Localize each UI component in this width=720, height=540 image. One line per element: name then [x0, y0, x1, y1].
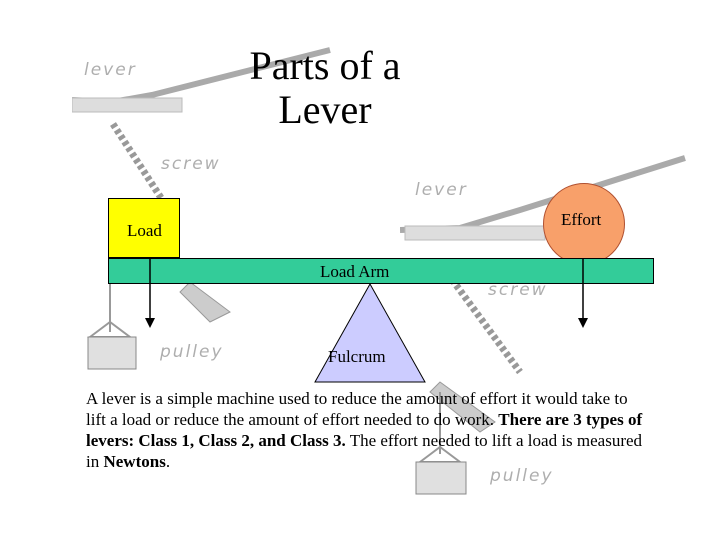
fulcrum-label: Fulcrum [328, 347, 386, 366]
fulcrum-triangle [314, 283, 426, 383]
screw-clipart-left: screw [105, 118, 219, 212]
lever-description: A lever is a simple machine used to redu… [86, 388, 646, 472]
slide-title: Parts of a Lever [249, 43, 401, 132]
pulley-icon [415, 381, 496, 495]
effort-label: Effort [561, 210, 602, 229]
clipart-word-screw: screw [161, 154, 221, 174]
pulley-clipart-left: pulley [80, 262, 250, 376]
load-arrow-down-icon [145, 258, 155, 328]
pulley-icon [87, 262, 231, 370]
clipart-word-pulley: pulley [160, 342, 224, 362]
clipart-word-lever: lever [415, 180, 468, 200]
pulley-clipart-right: pulley [400, 372, 590, 506]
load-label: Load [127, 221, 162, 240]
description-effort-text: The effort needed to lift a load is meas… [86, 431, 643, 471]
description-levers-types: There are 3 types of levers: Class 1, Cl… [86, 410, 643, 450]
description-text: A lever is a simple machine used to redu… [86, 389, 628, 429]
lever-icon [71, 47, 331, 113]
effort-circle: Effort [543, 183, 625, 265]
screw-icon [445, 271, 523, 375]
clipart-word-pulley: pulley [490, 466, 554, 486]
load-arm-label: Load Arm [320, 262, 390, 281]
screw-icon [110, 122, 168, 206]
description-period: . [165, 452, 171, 471]
description-newtons: Newtons [103, 452, 166, 471]
load-box: Load [108, 198, 180, 258]
screw-clipart-right: screw [440, 268, 546, 382]
effort-arrow-down-icon [578, 258, 588, 328]
clipart-word-screw: screw [488, 280, 548, 300]
clipart-word-lever: lever [84, 60, 137, 80]
lever-clipart-top-left: lever [71, 40, 332, 124]
lever-beam: Load Arm [108, 258, 654, 284]
